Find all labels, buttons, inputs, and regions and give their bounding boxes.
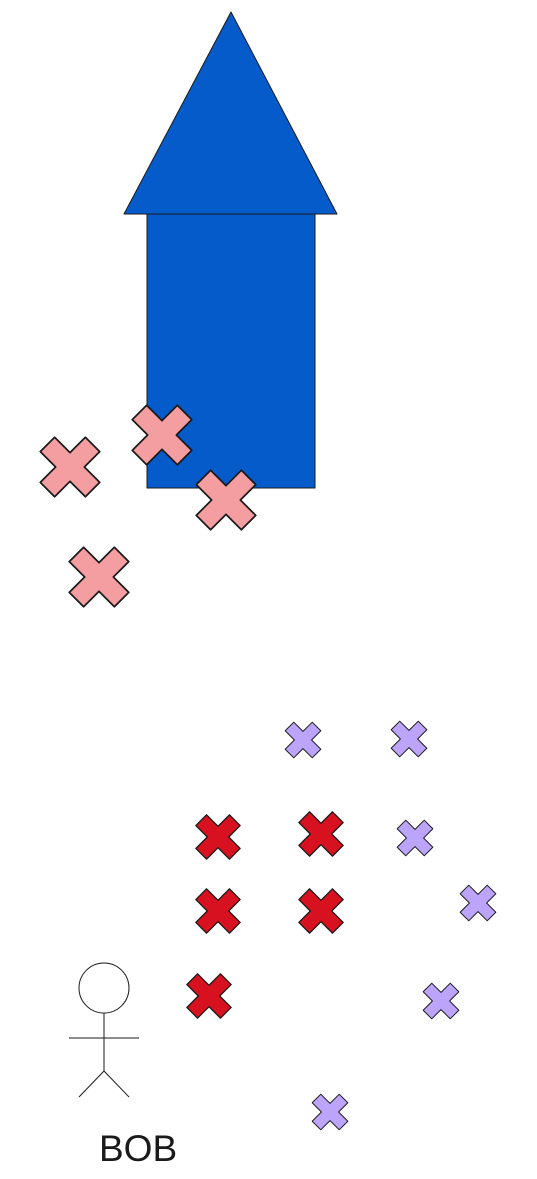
purple-cross <box>414 974 468 1028</box>
stick-figure-head <box>79 963 129 1013</box>
red-cross <box>184 803 251 870</box>
figure-label: BOB <box>99 1127 177 1171</box>
stick-figure-left-leg <box>79 1071 104 1097</box>
purple-cross <box>303 1085 357 1139</box>
pink-cross <box>54 532 144 622</box>
purple-cross <box>388 811 442 865</box>
red-cross <box>184 877 251 944</box>
rocket-roof <box>124 12 337 214</box>
purple-cross <box>382 712 436 766</box>
red-cross <box>175 962 242 1029</box>
stick-figure-bob <box>69 963 139 1097</box>
stick-figure-right-leg <box>104 1071 129 1097</box>
pink-cross <box>25 422 115 512</box>
purple-cross <box>276 713 330 767</box>
purple-cross <box>451 876 505 930</box>
red-cross <box>287 877 354 944</box>
red-cross <box>287 800 354 867</box>
red-crosses <box>175 800 354 1029</box>
